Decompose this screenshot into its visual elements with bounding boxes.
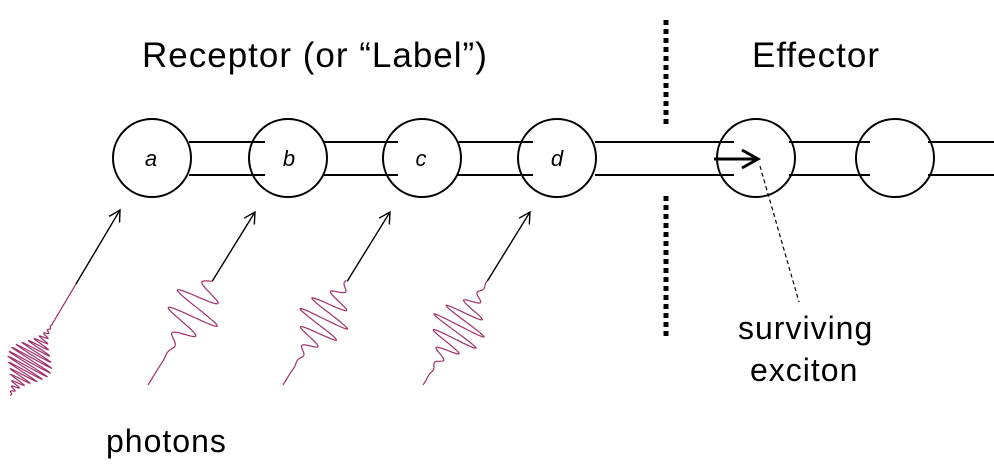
- photon-c: [282, 210, 391, 386]
- node-label-a: a: [145, 146, 157, 171]
- photon-c-wave: [282, 280, 349, 386]
- photon-b-arrow: [211, 210, 256, 282]
- exciton-caption-line2: exciton: [750, 352, 858, 388]
- photons-caption: photons: [106, 423, 227, 459]
- chromophore-node-d: d: [517, 118, 597, 198]
- exciton-caption-line1: surviving: [738, 310, 873, 346]
- effector-node-2: [855, 118, 935, 198]
- node-label-c: c: [416, 146, 427, 171]
- photon-a-arrow: [75, 208, 121, 285]
- chromophore-node-b: b: [248, 118, 328, 198]
- photon-d: [422, 210, 531, 386]
- exciton-leader-line: [759, 165, 800, 303]
- effector-heading: Effector: [752, 36, 880, 75]
- chain-connectors: [189, 141, 994, 176]
- photon-group: [7, 208, 531, 396]
- node-label-b: b: [283, 146, 295, 171]
- photon-b: [147, 210, 256, 386]
- photon-b-wave: [147, 280, 219, 386]
- chromophore-node-a: a: [112, 118, 192, 198]
- node-label-d: d: [551, 146, 564, 171]
- photon-c-arrow: [346, 210, 391, 282]
- exciton-arrow: [714, 148, 762, 170]
- photon-d-wave: [422, 280, 488, 386]
- chromophore-node-c: c: [382, 118, 462, 198]
- receptor-heading: Receptor (or “Label”): [142, 36, 488, 75]
- photon-a-wave: [7, 283, 77, 396]
- photon-a: [7, 208, 121, 396]
- photon-d-arrow: [486, 210, 531, 282]
